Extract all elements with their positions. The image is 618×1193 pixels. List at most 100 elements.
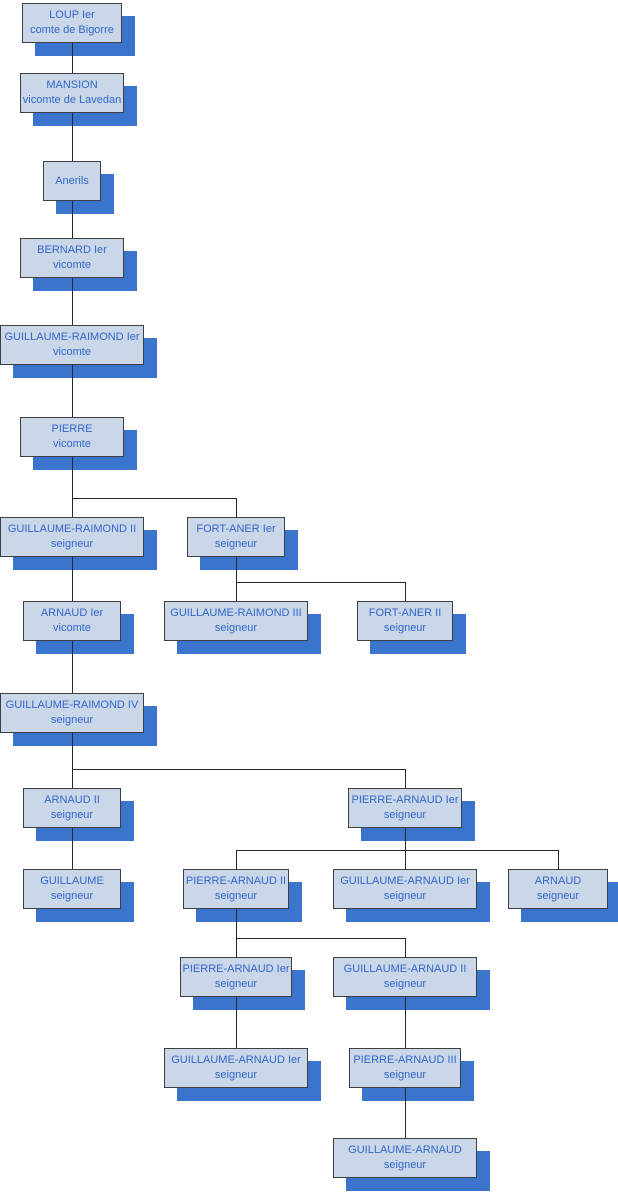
connector-line <box>236 997 237 1048</box>
connector-line <box>236 909 237 938</box>
connector-line <box>72 43 73 73</box>
node-title: seigneur <box>383 1069 427 1081</box>
node-title: seigneur <box>50 538 94 550</box>
node-arnaud-2[interactable]: ARNAUD II seigneur <box>23 788 121 828</box>
node-fort-aner-2[interactable]: FORT-ANER II seigneur <box>357 601 453 641</box>
connector-line <box>72 557 73 601</box>
node-name: FORT-ANER II <box>368 607 442 619</box>
node-name: GUILLAUME-RAIMOND Ier <box>4 331 140 343</box>
node-name: GUILLAUME-ARNAUD Ier <box>340 875 470 887</box>
node-pa-2[interactable]: PIERRE-ARNAUD II seigneur <box>183 869 289 909</box>
node-name: FORT-ANER Ier <box>196 523 276 535</box>
node-bernard-1[interactable]: BERNARD Ier vicomte <box>20 238 124 278</box>
node-name: GUILLAUME <box>40 875 104 887</box>
connector-line <box>72 278 73 325</box>
connector-line <box>72 733 73 769</box>
connector-line <box>72 457 73 498</box>
connector-line <box>72 365 73 417</box>
node-gr-1[interactable]: GUILLAUME-RAIMOND Ier vicomte <box>0 325 144 365</box>
node-title: seigneur <box>383 978 427 990</box>
connector-line <box>405 769 406 788</box>
node-arnaud[interactable]: ARNAUD seigneur <box>508 869 608 909</box>
connector-line <box>236 938 237 957</box>
connector-line <box>405 997 406 1048</box>
connector-line <box>405 1088 406 1138</box>
connector-line <box>236 582 237 601</box>
node-name: GUILLAUME-ARNAUD Ier <box>171 1054 301 1066</box>
node-name: PIERRE <box>51 423 93 435</box>
node-ga[interactable]: GUILLAUME-ARNAUD seigneur <box>333 1138 477 1178</box>
connector-line <box>405 850 406 869</box>
connector-line <box>72 498 237 499</box>
node-ga-1b[interactable]: GUILLAUME-ARNAUD Ier seigneur <box>164 1048 308 1088</box>
connector-line <box>72 641 73 693</box>
connector-line <box>236 850 559 851</box>
connector-line <box>72 769 406 770</box>
node-name: GUILLAUME-RAIMOND III <box>170 607 302 619</box>
node-ga-1[interactable]: GUILLAUME-ARNAUD Ier seigneur <box>333 869 477 909</box>
node-name: ARNAUD II <box>44 794 100 806</box>
connector-line <box>405 938 406 957</box>
connector-line <box>405 828 406 850</box>
node-name: PIERRE-ARNAUD Ier <box>182 963 290 975</box>
node-fort-aner-1[interactable]: FORT-ANER Ier seigneur <box>187 517 285 557</box>
node-name: GUILLAUME-ARNAUD II <box>343 963 467 975</box>
node-name: ARNAUD <box>534 875 582 887</box>
node-title: seigneur <box>214 890 258 902</box>
connector-line <box>236 938 406 939</box>
node-title: vicomte <box>53 438 91 450</box>
node-gr-4[interactable]: GUILLAUME-RAIMOND IV seigneur <box>0 693 144 733</box>
node-title: seigneur <box>214 978 258 990</box>
node-pierre[interactable]: PIERRE vicomte <box>20 417 124 457</box>
connector-line <box>72 769 73 788</box>
node-title: seigneur <box>536 890 580 902</box>
node-title: seigneur <box>214 1069 258 1081</box>
node-pa-3[interactable]: PIERRE-ARNAUD III seigneur <box>349 1048 461 1088</box>
node-title: seigneur <box>383 1159 427 1171</box>
node-mansion[interactable]: MANSION vicomte de Lavedan <box>20 73 124 113</box>
connector-line <box>72 201 73 238</box>
node-name: GUILLAUME-RAIMOND IV <box>5 699 139 711</box>
connector-line <box>405 582 406 601</box>
connector-line <box>236 498 237 517</box>
node-anerils[interactable]: Anerils <box>43 161 101 201</box>
node-gr-3[interactable]: GUILLAUME-RAIMOND III seigneur <box>164 601 308 641</box>
node-title: vicomte <box>53 622 91 634</box>
node-gr-2[interactable]: GUILLAUME-RAIMOND II seigneur <box>0 517 144 557</box>
node-name: PIERRE-ARNAUD II <box>185 875 287 887</box>
connector-line <box>236 557 237 582</box>
connector-line <box>558 850 559 869</box>
node-name: BERNARD Ier <box>37 244 107 256</box>
node-title: seigneur <box>383 809 427 821</box>
node-title: vicomte de Lavedan <box>22 94 122 106</box>
node-name: LOUP Ier <box>49 9 95 21</box>
node-arnaud-1[interactable]: ARNAUD Ier vicomte <box>23 601 121 641</box>
node-name: PIERRE-ARNAUD III <box>353 1054 457 1066</box>
node-ga-2[interactable]: GUILLAUME-ARNAUD II seigneur <box>333 957 477 997</box>
node-pa-1b[interactable]: PIERRE-ARNAUD Ier seigneur <box>180 957 292 997</box>
node-title: seigneur <box>214 538 258 550</box>
node-title: seigneur <box>214 622 258 634</box>
connector-line <box>72 828 73 869</box>
connector-line <box>72 113 73 161</box>
node-name: MANSION <box>46 79 98 91</box>
connector-line <box>236 850 237 869</box>
node-pa-1[interactable]: PIERRE-ARNAUD Ier seigneur <box>348 788 462 828</box>
node-title: vicomte <box>53 259 91 271</box>
node-name: GUILLAUME-ARNAUD <box>348 1144 462 1156</box>
node-name: ARNAUD Ier <box>40 607 104 619</box>
node-title: seigneur <box>383 622 427 634</box>
connector-line <box>236 582 406 583</box>
connector-line <box>72 498 73 517</box>
node-name: PIERRE-ARNAUD Ier <box>351 794 459 806</box>
node-title: seigneur <box>383 890 427 902</box>
node-title: seigneur <box>50 890 94 902</box>
node-title: vicomte <box>53 346 91 358</box>
node-title: seigneur <box>50 714 94 726</box>
node-title: seigneur <box>50 809 94 821</box>
node-name: GUILLAUME-RAIMOND II <box>7 523 137 535</box>
node-name: Anerils <box>55 174 89 187</box>
node-guillaume[interactable]: GUILLAUME seigneur <box>23 869 121 909</box>
